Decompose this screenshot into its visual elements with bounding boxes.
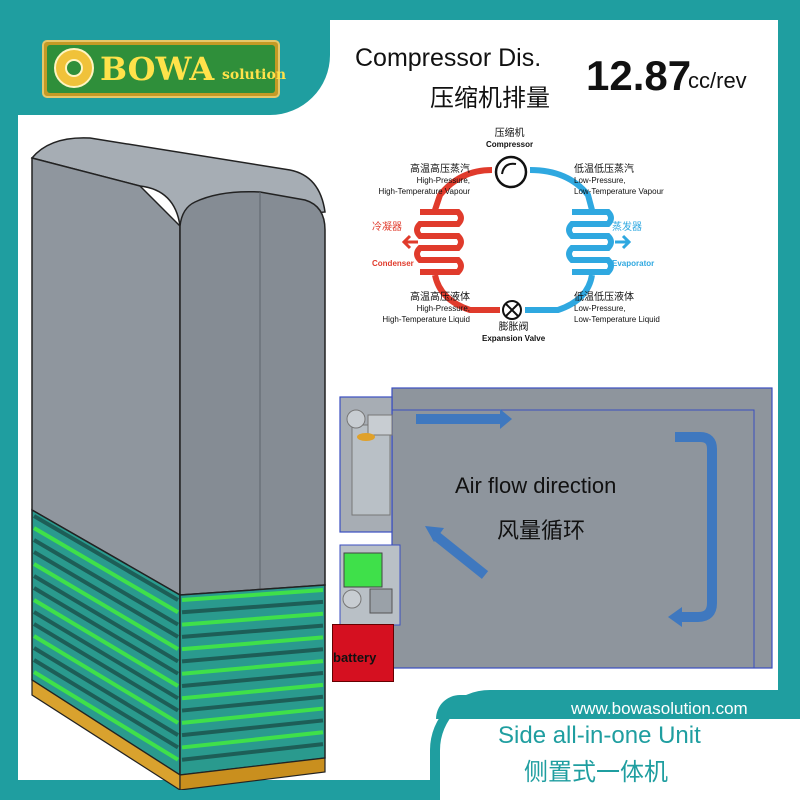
heat-out-arrow-icon [401, 234, 418, 250]
louver-front [181, 659, 324, 676]
louver-front [181, 682, 324, 701]
louver-left [32, 646, 180, 737]
condenser-coil [414, 209, 464, 275]
frame-left [0, 0, 18, 800]
unit-illustration [30, 137, 326, 790]
condenser-fan-icon [342, 589, 362, 609]
logo-wordmark: BOWA [100, 50, 215, 88]
emblem-core [65, 59, 83, 77]
cold-liquid-line [525, 274, 595, 313]
louver-front [181, 718, 324, 738]
lp-liquid-label: 低温低压液体 Low-Pressure, Low-Temperature Liq… [574, 292, 660, 324]
hp-vapour-label: 高温高压蒸汽 High-Pressure, High-Temperature V… [378, 164, 470, 196]
blower-housing [367, 414, 393, 436]
louver-left [32, 586, 180, 676]
louver-front [181, 647, 324, 664]
louver-front [181, 671, 324, 688]
louver-front [181, 706, 324, 725]
hp-liquid-label: 高温高压液体 High-Pressure, High-Temperature L… [382, 292, 470, 324]
airflow-schematic [339, 387, 773, 669]
circulation-arrow-icon [668, 607, 682, 627]
louver-front [181, 742, 324, 762]
louver-left [32, 598, 180, 688]
evaporator-label-cn: 蒸发器 [612, 222, 642, 233]
compressor-block [369, 588, 393, 614]
louver-left [32, 514, 180, 602]
hot-vapour-line [432, 167, 493, 211]
refrigeration-cycle-diagram [401, 155, 632, 320]
louver-left [32, 574, 180, 664]
louver-front [181, 599, 324, 615]
return-air-arrow-body [431, 531, 489, 579]
base-left [31, 678, 181, 790]
spec-unit: cc/rev [688, 68, 747, 93]
expansion-valve-label: 膨胀阀 Expansion Valve [482, 322, 546, 343]
sun-emblem-icon [54, 48, 94, 88]
website-url[interactable]: www.bowasolution.com [571, 699, 748, 718]
spec-title-cn: 压缩机排量 [430, 84, 550, 112]
brand-logo[interactable]: BOWA solution [42, 40, 286, 98]
compressor-rotation-icon [501, 162, 517, 175]
frame-right [778, 0, 800, 800]
louver-left [32, 562, 180, 651]
spec-title-en: Compressor Dis. [355, 44, 542, 72]
louver-left [32, 610, 180, 701]
louver-left [32, 658, 180, 750]
airflow-title-cn: 风量循环 [497, 519, 586, 544]
louver-front [181, 694, 324, 713]
spec-value: 12.87 [586, 52, 692, 99]
blower-fan-icon [346, 409, 366, 429]
unit-front-panel [179, 190, 326, 596]
louver-front [181, 623, 324, 639]
supply-air-arrow-icon [500, 409, 512, 429]
louver-left [32, 550, 180, 639]
louver-front [181, 611, 324, 627]
return-air-arrow-icon [425, 526, 444, 542]
louver-front [181, 635, 324, 652]
louver-left [32, 538, 180, 627]
valve-cross-b [505, 303, 519, 317]
circulation-arrow-body [675, 432, 717, 622]
cabin-inner-outline [391, 409, 755, 669]
logo-subtitle: solution [222, 67, 287, 83]
airflow-title-en: Air flow direction [455, 473, 617, 498]
evaporator-coil [566, 209, 614, 275]
product-name-en: Side all-in-one Unit [498, 722, 701, 749]
lp-vapour-label: 低温低压蒸汽 Low-Pressure, Low-Temperature Vap… [574, 164, 664, 196]
product-name-cn: 侧置式一体机 [524, 758, 668, 786]
louver-front [181, 730, 324, 750]
louver-left [32, 622, 180, 713]
condenser-coil-block [343, 552, 383, 588]
louver-left [32, 670, 180, 762]
condenser-label-cn: 冷凝器 [372, 222, 402, 233]
louver-front [181, 588, 324, 602]
louver-left [32, 634, 180, 725]
louver-left [32, 526, 180, 615]
battery-block [332, 624, 394, 682]
heat-in-arrow-icon [615, 234, 632, 250]
cold-vapour-line [529, 167, 595, 211]
heater-element [357, 433, 375, 441]
evaporator-label-en: Evaporator [612, 259, 655, 268]
battery-label: battery [333, 650, 377, 665]
compressor-icon [494, 155, 528, 189]
grille-louvers [32, 514, 324, 762]
hot-liquid-line [432, 274, 500, 313]
url-bar [436, 695, 800, 719]
compressor-label: 压缩机 Compressor [486, 128, 534, 149]
condenser-label-en: Condenser [372, 259, 414, 268]
base-front [179, 757, 326, 790]
